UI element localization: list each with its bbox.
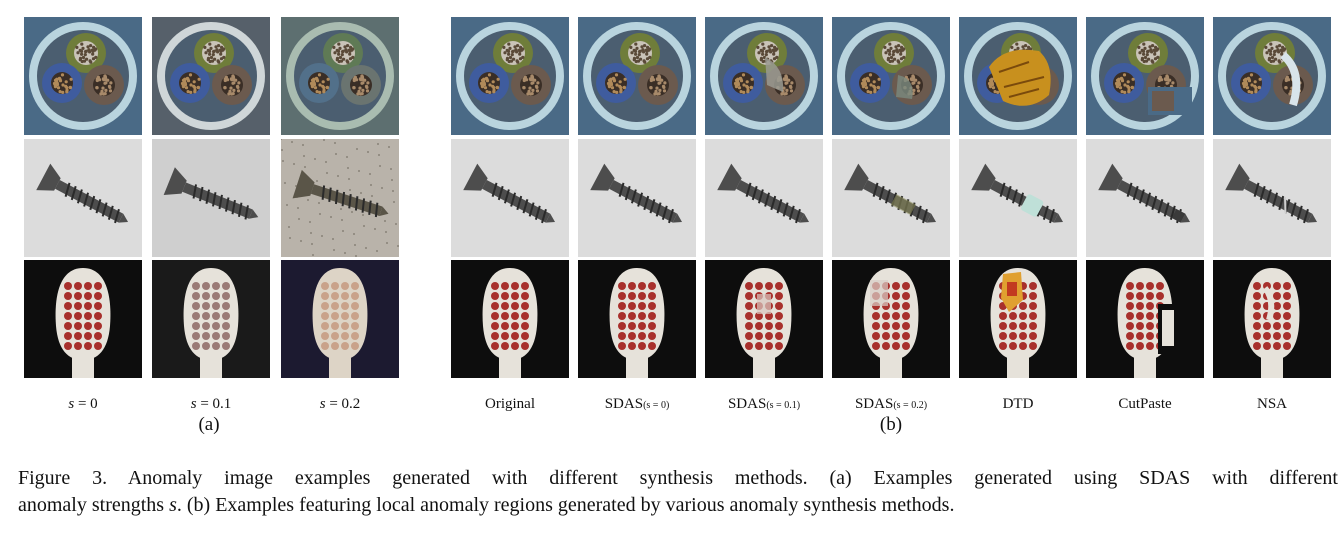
image-a-cable-s0 <box>24 17 142 135</box>
image-b-screw-cutpaste <box>1086 139 1204 257</box>
image-b-brush-cutpaste <box>1086 260 1204 378</box>
image-a-screw-s02 <box>281 139 399 257</box>
image-a-cable-s02 <box>281 17 399 135</box>
image-b-brush-dtd <box>959 260 1077 378</box>
image-a-brush-s02 <box>281 260 399 378</box>
image-b-brush-sdas-s0 <box>578 260 696 378</box>
image-a-cable-s01 <box>152 17 270 135</box>
image-a-brush-s01 <box>152 260 270 378</box>
column-label-a-s02: s = 0.2 <box>319 396 361 412</box>
image-a-screw-s01 <box>152 139 270 257</box>
image-b-cable-sdas-s0 <box>578 17 696 135</box>
image-b-screw-sdas-s02 <box>832 139 950 257</box>
image-b-cable-dtd <box>959 17 1077 135</box>
panel-label-b: (b) <box>879 414 903 435</box>
column-label-b-sdas-s0: SDAS(s = 0) <box>604 396 670 412</box>
image-b-screw-original <box>451 139 569 257</box>
image-b-cable-nsa <box>1213 17 1331 135</box>
image-b-cable-sdas-s01 <box>705 17 823 135</box>
figure-caption: Figure 3. Anomaly image examples generat… <box>18 465 1338 519</box>
image-a-brush-s0 <box>24 260 142 378</box>
image-b-brush-sdas-s02 <box>832 260 950 378</box>
column-label-b-sdas-s02: SDAS(s = 0.2) <box>854 396 928 412</box>
image-b-screw-sdas-s01 <box>705 139 823 257</box>
image-b-screw-dtd <box>959 139 1077 257</box>
column-label-b-original: Original <box>485 396 535 412</box>
column-label-b-dtd: DTD <box>1002 396 1034 412</box>
column-label-b-cutpaste: CutPaste <box>1118 396 1172 412</box>
image-b-screw-nsa <box>1213 139 1331 257</box>
image-b-brush-nsa <box>1213 260 1331 378</box>
column-label-b-sdas-s01: SDAS(s = 0.1) <box>727 396 801 412</box>
image-b-brush-sdas-s01 <box>705 260 823 378</box>
image-b-cable-original <box>451 17 569 135</box>
image-a-screw-s0 <box>24 139 142 257</box>
column-label-a-s01: s = 0.1 <box>190 396 232 412</box>
column-label-b-nsa: NSA <box>1256 396 1287 412</box>
image-b-cable-cutpaste <box>1086 17 1204 135</box>
panel-label-a: (a) <box>198 414 220 435</box>
image-b-screw-sdas-s0 <box>578 139 696 257</box>
caption-line-2: anomaly strengths s. (b) Examples featur… <box>18 494 955 516</box>
image-b-brush-original <box>451 260 569 378</box>
caption-line-1: Figure 3. Anomaly image examples generat… <box>18 467 1338 489</box>
image-b-cable-sdas-s02 <box>832 17 950 135</box>
column-label-a-s0: s = 0 <box>68 396 98 412</box>
